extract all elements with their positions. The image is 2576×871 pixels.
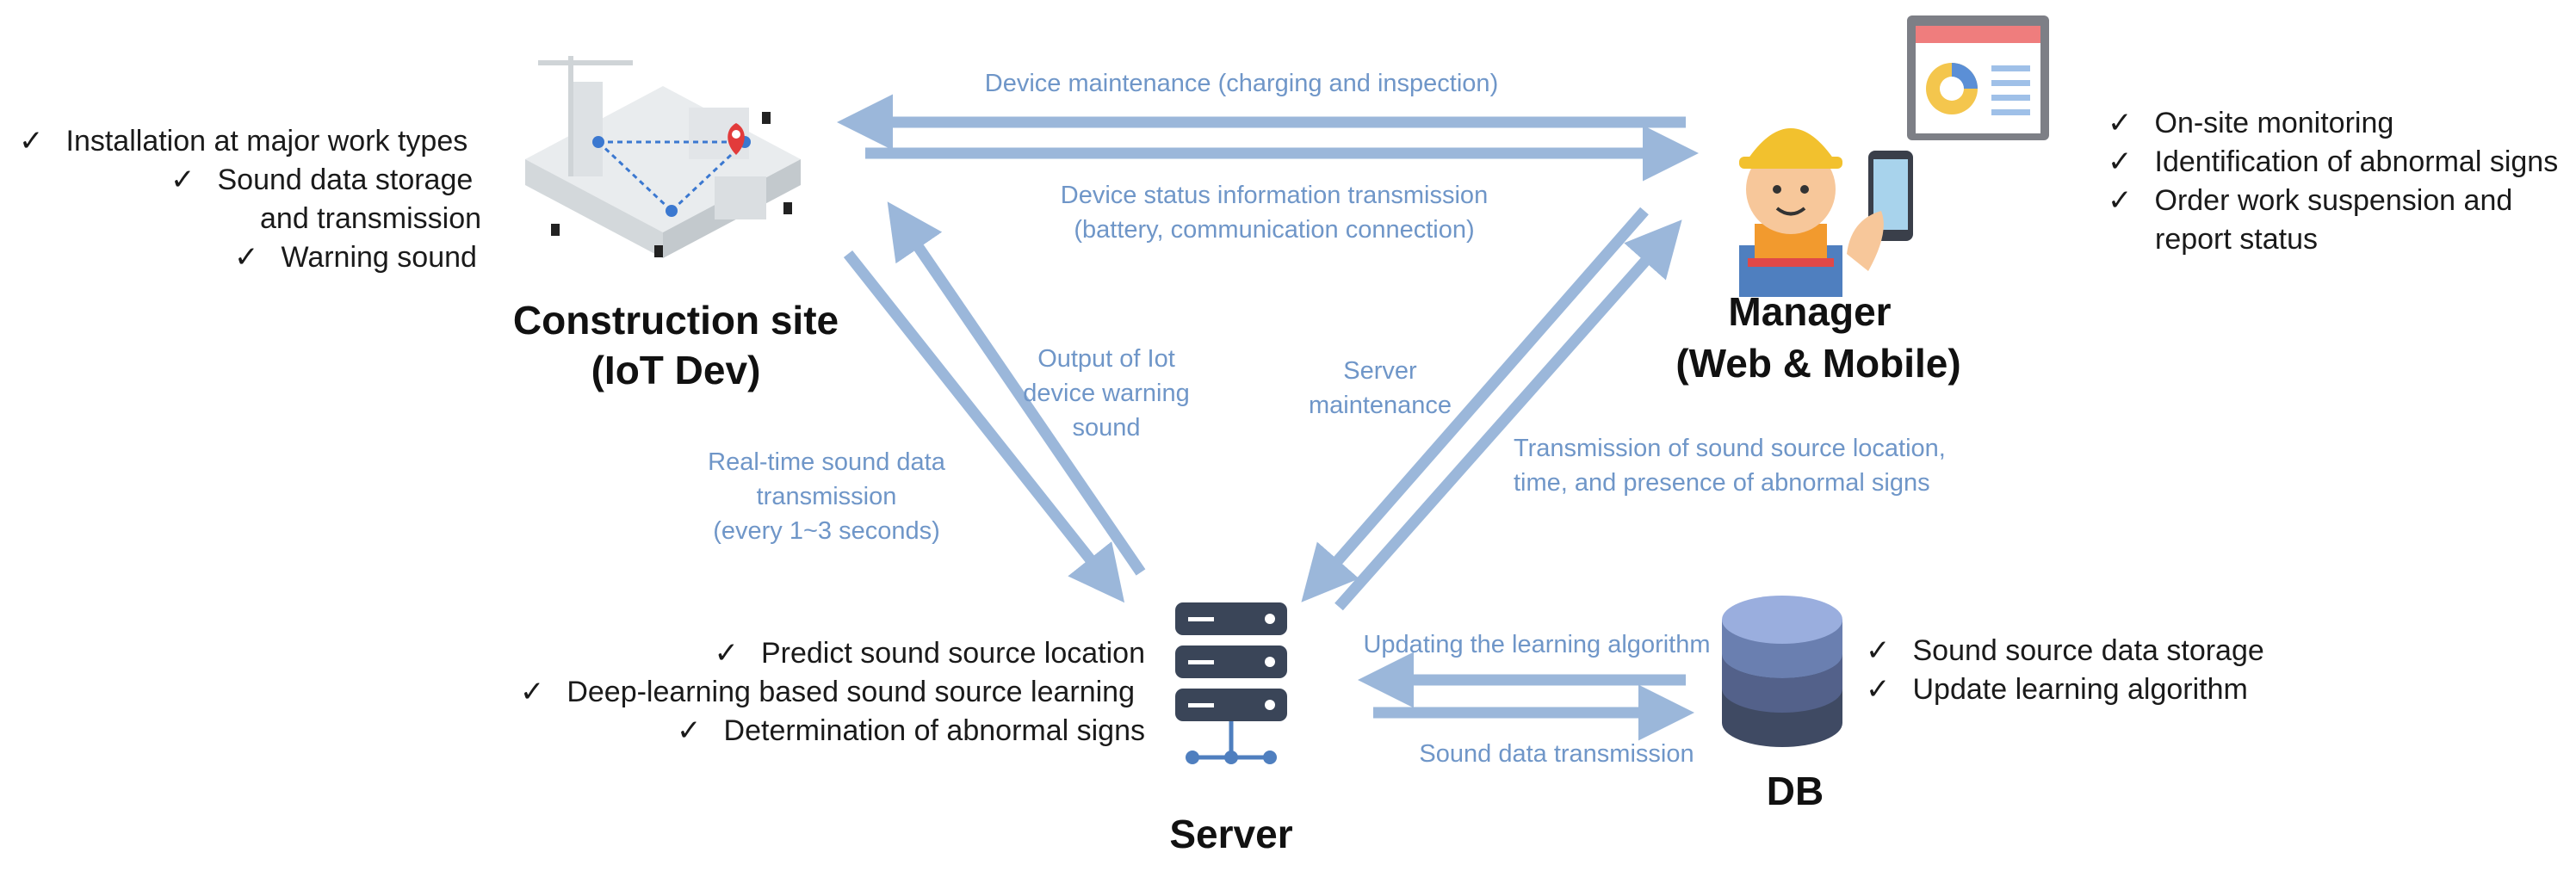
database-icon xyxy=(1722,596,1842,747)
flow-transmission-location-1: Transmission of sound source location, xyxy=(1514,435,1946,462)
site-check-2-cont: and transmission xyxy=(260,202,481,235)
check-mark: ✓ xyxy=(234,241,259,274)
manager-check-1: ✓On-site monitoring xyxy=(2108,107,2393,139)
flow-device-maintenance: Device maintenance (charging and inspect… xyxy=(985,70,1498,97)
flow-output-warning-1: Output of Iot xyxy=(1037,345,1175,373)
flow-realtime-2: transmission xyxy=(757,483,897,510)
check-mark: ✓ xyxy=(520,676,545,708)
manager-subtitle: (Web & Mobile) xyxy=(1675,341,1960,386)
server-check-2: ✓Deep-learning based sound source learni… xyxy=(520,676,1135,708)
site-check-3: ✓Warning sound xyxy=(234,241,477,274)
check-mark: ✓ xyxy=(19,125,44,158)
flow-device-status-2: (battery, communication connection) xyxy=(1074,216,1474,244)
flow-output-warning-3: sound xyxy=(1072,414,1140,442)
construction-site-iot-icon xyxy=(525,56,801,258)
manager-check-3-cont: report status xyxy=(2155,223,2318,256)
site-title: Construction site xyxy=(513,298,839,343)
arrow-manager-to-server xyxy=(1301,207,1649,602)
check-mark: ✓ xyxy=(1866,673,1891,706)
server-title: Server xyxy=(1169,812,1292,856)
arrow-server-to-manager xyxy=(1334,219,1682,611)
flow-device-status-1: Device status information transmission xyxy=(1061,182,1488,209)
site-check-2: ✓Sound data storage xyxy=(170,164,473,196)
db-check-1: ✓Sound source data storage xyxy=(1866,634,2264,667)
site-check-1: ✓Installation at major work types xyxy=(19,125,468,158)
check-mark: ✓ xyxy=(2108,184,2133,217)
manager-check-3: ✓Order work suspension and xyxy=(2108,184,2512,217)
manager-title: Manager xyxy=(1728,289,1891,334)
site-subtitle: (IoT Dev) xyxy=(591,348,761,392)
check-mark: ✓ xyxy=(2108,145,2133,178)
flow-realtime-3: (every 1~3 seconds) xyxy=(713,517,940,545)
check-mark: ✓ xyxy=(1866,634,1891,667)
server-check-1: ✓Predict sound source location xyxy=(714,637,1145,670)
db-check-2: ✓Update learning algorithm xyxy=(1866,673,2248,706)
flow-output-warning-2: device warning xyxy=(1023,380,1189,407)
db-title: DB xyxy=(1767,769,1824,813)
check-mark: ✓ xyxy=(714,637,739,670)
flow-server-maintenance-1: Server xyxy=(1343,357,1417,385)
flow-transmission-location-2: time, and presence of abnormal signs xyxy=(1514,469,1930,497)
check-mark: ✓ xyxy=(170,164,195,196)
arrow-site-to-server xyxy=(843,250,1125,603)
flow-server-maintenance-2: maintenance xyxy=(1309,392,1452,419)
flow-updating-algorithm: Updating the learning algorithm xyxy=(1363,631,1710,658)
flow-realtime-1: Real-time sound data xyxy=(708,448,946,476)
server-check-3: ✓Determination of abnormal signs xyxy=(677,714,1145,747)
dashboard-monitor-icon xyxy=(1907,15,2049,140)
check-mark: ✓ xyxy=(677,714,702,747)
flow-sound-data-transmission: Sound data transmission xyxy=(1419,740,1694,768)
arrow-server-to-site xyxy=(887,201,1146,576)
manager-check-2: ✓Identification of abnormal signs xyxy=(2108,145,2558,178)
check-mark: ✓ xyxy=(2108,107,2133,139)
server-rack-icon xyxy=(1175,602,1287,764)
manager-with-phone-icon xyxy=(1739,128,1913,297)
